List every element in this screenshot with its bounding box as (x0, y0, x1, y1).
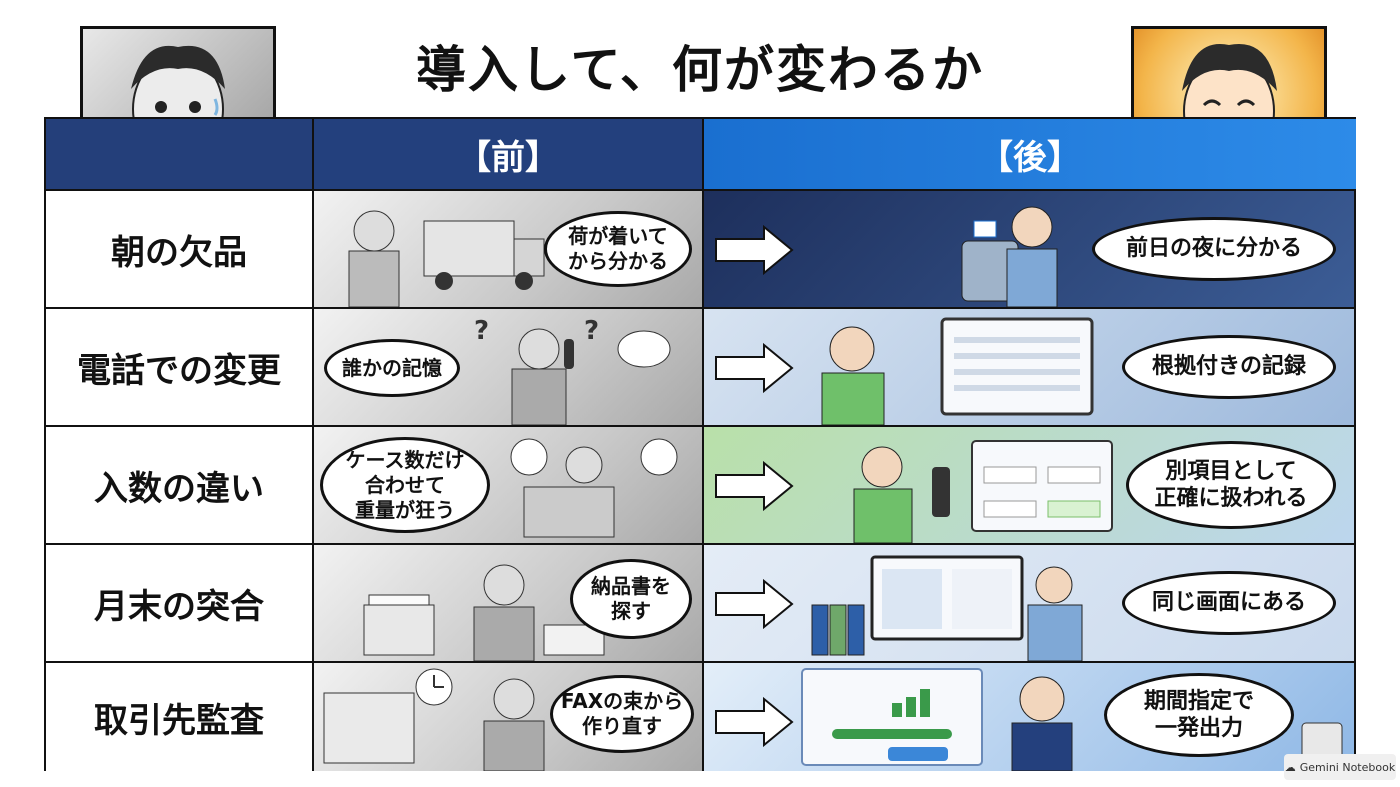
row-label: 月末の突合 (46, 545, 314, 661)
fax-pile-icon (323, 668, 545, 771)
header-after: 【後】 (704, 119, 1356, 189)
after-speech-bubble: 期間指定で一発出力 (1104, 673, 1294, 757)
svg-text:?: ? (474, 316, 489, 346)
row-label: 取引先監査 (46, 663, 314, 771)
table-row: 朝の欠品 荷が着いてから分かる 前日の夜に分かる (46, 189, 1354, 307)
before-illustration: ケース数だけ合わせて重量が狂う (314, 427, 704, 543)
right-arrow-icon (715, 225, 794, 275)
badge-label: Gemini Notebook (1299, 760, 1396, 774)
report-export-icon (801, 668, 1343, 771)
table-row: 入数の違い ケース数だけ合わせて重量が狂う (46, 425, 1354, 543)
after-panel: 根拠付きの記録 (704, 309, 1354, 425)
before-speech-bubble: 納品書を探す (570, 559, 692, 639)
page-title: 導入して、何が変わるか (416, 41, 984, 99)
svg-text:?: ? (584, 316, 599, 346)
record-screen-icon (821, 317, 1094, 425)
truck-arrival-icon (348, 210, 545, 307)
before-illustration: 納品書を探す (314, 545, 704, 661)
before-illustration: 荷が着いてから分かる (314, 191, 704, 307)
tablet-night-icon (961, 206, 1058, 307)
cloud-icon: ☁ (1284, 760, 1296, 774)
after-speech-bubble: 前日の夜に分かる (1092, 217, 1336, 281)
phone-call-icon: ? ? (474, 316, 671, 425)
right-arrow-icon (715, 697, 794, 747)
row-label: 朝の欠品 (46, 191, 314, 307)
after-speech-bubble: 別項目として正確に扱われる (1126, 441, 1336, 529)
before-speech-bubble: 誰かの記憶 (324, 339, 460, 397)
after-panel: 同じ画面にある (704, 545, 1354, 661)
right-arrow-icon (715, 579, 794, 629)
after-speech-bubble: 同じ画面にある (1122, 571, 1336, 635)
box-scale-icon (510, 438, 678, 538)
before-illustration: FAXの束から作り直す (314, 663, 704, 771)
after-panel: 別項目として正確に扱われる (704, 427, 1354, 543)
table-row: 電話での変更 ? ? 誰かの記憶 (46, 307, 1354, 425)
desktop-monitor-icon (811, 555, 1083, 661)
right-arrow-icon (715, 461, 794, 511)
table-row: 月末の突合 納品書を探す 同じ画面に (46, 543, 1354, 661)
before-speech-bubble: 荷が着いてから分かる (544, 211, 692, 287)
header-blank (46, 119, 314, 189)
right-arrow-icon (715, 343, 794, 393)
before-illustration: ? ? 誰かの記憶 (314, 309, 704, 425)
after-panel: 前日の夜に分かる (704, 191, 1354, 307)
after-speech-bubble: 根拠付きの記録 (1122, 335, 1336, 399)
before-speech-bubble: FAXの束から作り直す (550, 675, 694, 753)
row-label: 入数の違い (46, 427, 314, 543)
before-speech-bubble: ケース数だけ合わせて重量が狂う (320, 437, 490, 533)
header-before: 【前】 (314, 119, 704, 189)
table-row: 取引先監査 FAXの束から作り直す (46, 661, 1354, 771)
comparison-table: 【前】 【後】 朝の欠品 荷が着いてから分かる (44, 117, 1356, 771)
after-panel: 期間指定で一発出力 (704, 663, 1354, 771)
paper-stack-icon (363, 564, 605, 661)
scanner-form-icon (853, 440, 1113, 543)
row-label: 電話での変更 (46, 309, 314, 425)
gemini-notebook-badge: ☁ Gemini Notebook (1284, 754, 1396, 780)
